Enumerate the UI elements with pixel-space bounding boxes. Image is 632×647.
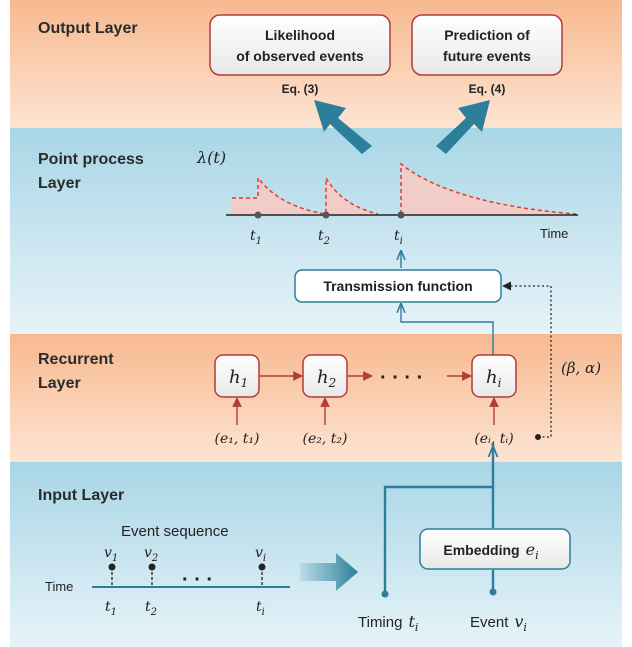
intensity-fill-1 [232, 178, 326, 215]
sequence-time-label: Time [45, 579, 73, 594]
likelihood-line1: Likelihood [265, 27, 335, 43]
timing-dot [381, 590, 389, 598]
likelihood-line2: of observed events [236, 48, 364, 64]
seq-t2: t2 [145, 599, 157, 618]
recurrent-layer-title-2: Layer [38, 375, 81, 392]
params-dotted-arrow [502, 281, 552, 438]
recurrent-layer-title-1: Recurrent [38, 351, 114, 368]
point-process-layer-title-2: Layer [38, 175, 81, 192]
likelihood-box [209, 14, 391, 76]
rnn-input-2: (e₂, t₂) [303, 431, 348, 447]
seq-ellipsis: · · · [182, 569, 213, 591]
seq-dot-1 [108, 563, 116, 571]
seq-ti: ti [256, 599, 265, 618]
recurrent-ellipsis: · · · · [380, 367, 423, 389]
timing-line [383, 443, 495, 591]
intensity-fill-2 [326, 178, 378, 215]
seq-v2: v2 [144, 545, 158, 564]
intensity-fill-3 [401, 164, 576, 215]
rnn-input-1: (e₁, t₁) [215, 431, 260, 447]
sequence-to-features-arrow [300, 553, 358, 591]
prediction-eq: Eq. (4) [469, 82, 506, 96]
prediction-line1: Prediction of [444, 27, 530, 43]
seq-v1: v1 [104, 545, 118, 564]
prediction-line2: future events [443, 48, 531, 64]
arrow-to-prediction [436, 100, 490, 154]
intensity-curve [232, 162, 577, 215]
event-dot [489, 588, 497, 596]
event-sequence-title: Event sequence [121, 523, 229, 540]
pp-tick-1: t1 [250, 228, 262, 247]
arrow-to-likelihood [314, 100, 372, 154]
seq-t1: t1 [105, 599, 117, 618]
arrow-hi-to-transmission [401, 304, 494, 355]
event-dot-2 [322, 211, 330, 219]
transmission-box [294, 269, 502, 303]
likelihood-eq: Eq. (3) [282, 82, 319, 96]
event-dot-i [397, 211, 405, 219]
rnn-input-i: (eᵢ, tᵢ) [474, 431, 513, 447]
pp-tick-2: t2 [318, 228, 330, 247]
pp-tick-i: ti [394, 228, 403, 247]
seq-dot-i [258, 563, 266, 571]
hidden-state-2-label: h2 [317, 367, 336, 390]
output-layer-title: Output Layer [38, 20, 138, 37]
point-process-layer-title-1: Point process [38, 151, 144, 168]
hidden-state-1-label: h1 [229, 367, 248, 390]
params-dot [535, 434, 541, 440]
input-layer-title: Input Layer [38, 487, 124, 504]
embedding-box [419, 528, 571, 570]
event-dot-1 [254, 211, 262, 219]
transmission-label: Transmission function [323, 278, 472, 294]
seq-dot-2 [148, 563, 156, 571]
lambda-label: λ(t) [196, 148, 226, 167]
pp-time-label: Time [540, 226, 568, 241]
hidden-state-i [471, 354, 517, 398]
prediction-box [411, 14, 563, 76]
hidden-state-i-label: hi [486, 367, 502, 390]
params-label: (β, α) [561, 359, 601, 377]
seq-vi: vi [255, 545, 266, 564]
